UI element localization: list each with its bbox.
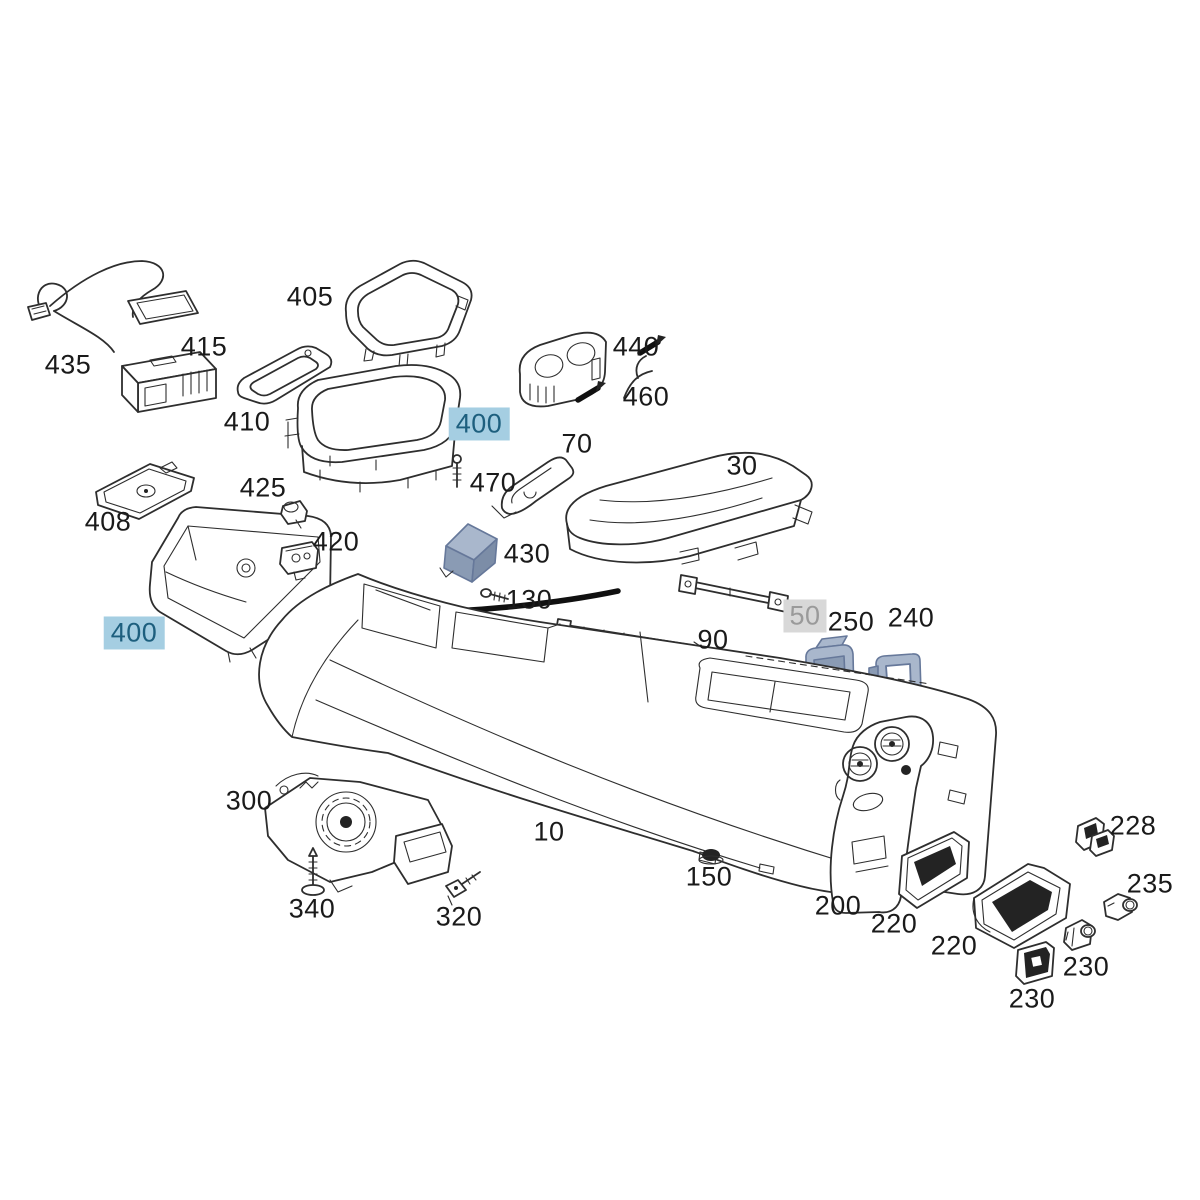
callout-320: 320: [435, 901, 483, 932]
part-408-plate: [95, 461, 195, 520]
part-405-trim-frame: [344, 259, 473, 368]
part-220-tray-2: [972, 863, 1071, 949]
part-230-switch: [1015, 941, 1055, 985]
part-420-switch: [279, 541, 319, 581]
callout-440: 440: [612, 331, 660, 362]
callout-340: 340: [288, 893, 336, 924]
callout-150: 150: [685, 861, 733, 892]
part-440-cupholder-insert: [518, 331, 607, 408]
part-470-bolt: [452, 454, 462, 488]
callout-415: 415: [180, 331, 228, 362]
callout-130: 130: [505, 584, 553, 615]
callout-220-2: 220: [930, 930, 978, 961]
part-340-screw: [301, 847, 325, 896]
part-425-clip: [280, 500, 308, 529]
part-70-bracket: [491, 456, 575, 519]
callout-220: 220: [870, 908, 918, 939]
part-228-switch: [1075, 817, 1115, 857]
callout-400-highlighted-2[interactable]: 400: [103, 616, 165, 650]
part-50-hinge-rail: [678, 574, 789, 613]
part-415-control-unit: [121, 351, 217, 413]
callout-240: 240: [887, 602, 935, 633]
part-410-seal-frame: [236, 345, 333, 405]
callout-400-highlighted[interactable]: 400: [448, 407, 510, 441]
part-130-screw: [480, 588, 509, 603]
callout-430: 430: [503, 538, 551, 569]
callout-300: 300: [225, 785, 273, 816]
callout-228: 228: [1109, 810, 1157, 841]
callout-70: 70: [561, 428, 593, 459]
callout-425: 425: [239, 472, 287, 503]
callout-435: 435: [44, 349, 92, 380]
callout-10: 10: [533, 816, 565, 847]
callout-50-highlighted[interactable]: 50: [783, 599, 827, 633]
callout-230-2: 230: [1008, 983, 1056, 1014]
callout-408: 408: [84, 506, 132, 537]
callout-460: 460: [622, 381, 670, 412]
part-460-clips: [575, 335, 666, 403]
callout-470: 470: [469, 467, 517, 498]
part-200-rear-panel: [829, 715, 934, 914]
part-435-wiring-harness: [27, 260, 199, 353]
part-235-socket: [1103, 893, 1138, 921]
callout-200: 200: [814, 890, 862, 921]
callout-250: 250: [827, 606, 875, 637]
callout-420: 420: [312, 526, 360, 557]
part-400-tray-upper: [284, 364, 462, 493]
part-320-screw: [445, 871, 481, 906]
part-220-tray: [898, 831, 970, 909]
part-230-plug: [1063, 919, 1096, 951]
callout-235: 235: [1126, 868, 1174, 899]
part-30-armrest-lid: [565, 451, 813, 565]
part-430-module: [439, 523, 498, 583]
part-300-cupholder-assembly: [264, 772, 453, 893]
part-150-grommet: [698, 849, 724, 865]
callout-230: 230: [1062, 951, 1110, 982]
callout-405: 405: [286, 281, 334, 312]
callout-90: 90: [697, 624, 729, 655]
callout-410: 410: [223, 406, 271, 437]
part-10-console-body: [258, 573, 997, 896]
callout-30: 30: [726, 450, 758, 481]
